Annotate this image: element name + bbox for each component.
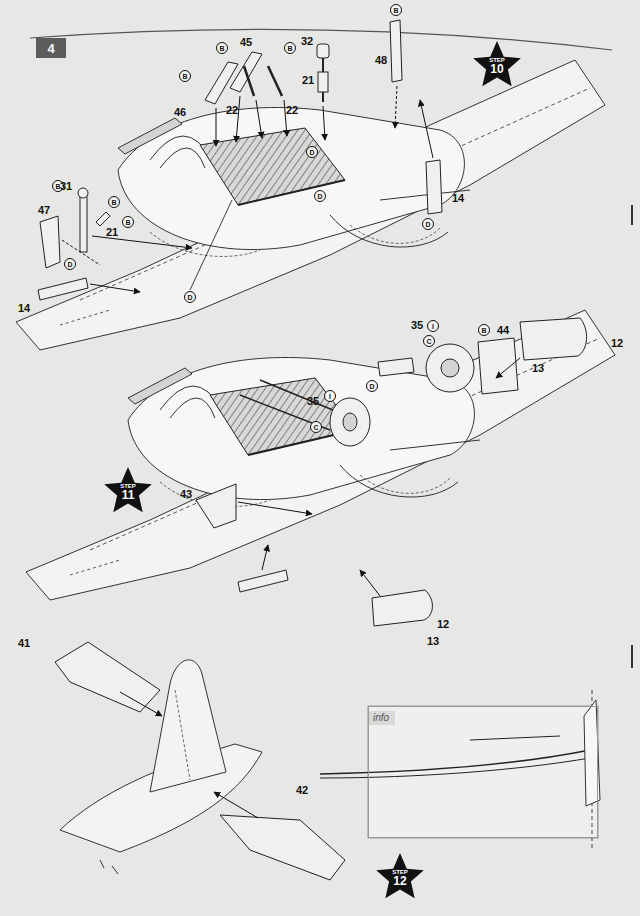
callout-number: 13 xyxy=(427,636,439,647)
sprue-letter: D xyxy=(314,190,326,202)
callout-number: 46 xyxy=(174,107,186,118)
sprue-code: C xyxy=(313,424,318,431)
sprue-code: D xyxy=(187,294,192,301)
callout-number: 32 xyxy=(301,36,313,47)
info-heading: info xyxy=(369,711,395,725)
sprue-letter: B xyxy=(478,324,490,336)
callout-number: 43 xyxy=(180,489,192,500)
sprue-code: B xyxy=(125,219,130,226)
sprue-code: C xyxy=(426,338,431,345)
sprue-code: I xyxy=(329,393,331,400)
sprue-code: B xyxy=(287,45,292,52)
sprue-letter: B xyxy=(122,216,134,228)
page-number: 4 xyxy=(47,42,54,55)
info-panel: info xyxy=(368,706,598,838)
sprue-letter: C xyxy=(423,335,435,347)
sprue-letter: D xyxy=(64,258,76,270)
callout-number: 48 xyxy=(375,55,387,66)
callout-number: 21 xyxy=(106,227,118,238)
sprue-code: B xyxy=(393,7,398,14)
callout-number: 41 xyxy=(18,638,30,649)
callout-number: 35 xyxy=(307,396,319,407)
sprue-letter: B xyxy=(390,4,402,16)
sprue-letter: D xyxy=(184,291,196,303)
step-star: STEP11 xyxy=(103,465,153,515)
sprue-code: I xyxy=(432,323,434,330)
sprue-letter: B xyxy=(108,196,120,208)
callout-number: 31 xyxy=(60,181,72,192)
callout-number: 42 xyxy=(296,785,308,796)
callout-number: 12 xyxy=(437,619,449,630)
sprue-code: B xyxy=(182,73,187,80)
callout-number: 22 xyxy=(226,105,238,116)
step-star: STEP10 xyxy=(472,39,522,89)
sprue-code: B xyxy=(481,327,486,334)
sprue-code: B xyxy=(219,45,224,52)
callout-number: 13 xyxy=(532,363,544,374)
step-number: 10 xyxy=(490,63,503,75)
sprue-letter: D xyxy=(422,218,434,230)
callout-number: 47 xyxy=(38,205,50,216)
callout-number: 35 xyxy=(411,320,423,331)
sprue-letter: B xyxy=(179,70,191,82)
sprue-letter: D xyxy=(366,380,378,392)
step-number: 11 xyxy=(122,489,135,501)
callout-number: 14 xyxy=(452,193,464,204)
callout-number: 44 xyxy=(497,325,509,336)
sprue-letter: B xyxy=(284,42,296,54)
sprue-letter: I xyxy=(324,390,336,402)
sprue-code: D xyxy=(309,149,314,156)
callout-number: 12 xyxy=(611,338,623,349)
sprue-code: B xyxy=(111,199,116,206)
step-star: STEP12 xyxy=(375,851,425,901)
sprue-code: B xyxy=(55,183,60,190)
sprue-letter: B xyxy=(216,42,228,54)
sprue-code: D xyxy=(425,221,430,228)
callout-number: 22 xyxy=(286,105,298,116)
sprue-code: D xyxy=(67,261,72,268)
callout-number: 14 xyxy=(18,303,30,314)
sprue-letter: I xyxy=(427,320,439,332)
callout-number: 45 xyxy=(240,37,252,48)
sprue-code: D xyxy=(317,193,322,200)
sprue-code: D xyxy=(369,383,374,390)
callout-number: 21 xyxy=(302,75,314,86)
step-number: 12 xyxy=(393,875,406,887)
sprue-letter: D xyxy=(306,146,318,158)
sprue-letter: C xyxy=(310,421,322,433)
page-number-tab: 4 xyxy=(36,38,66,58)
